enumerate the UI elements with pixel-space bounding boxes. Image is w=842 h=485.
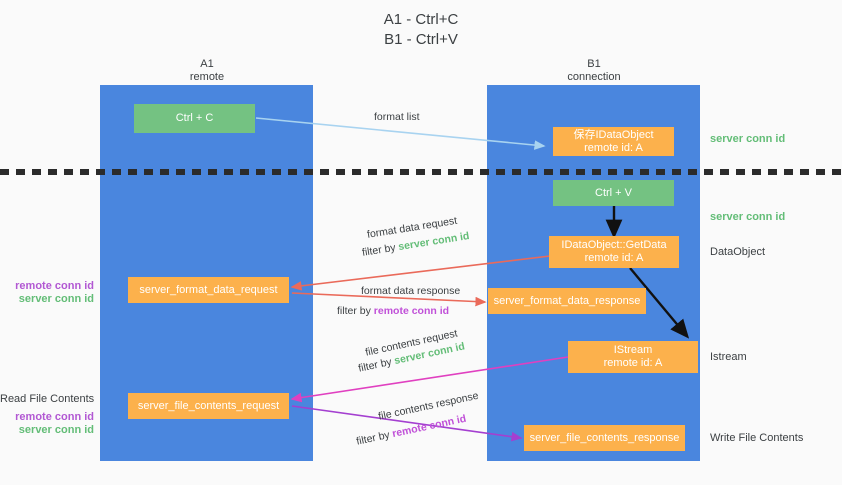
node-ctrl-v-label: Ctrl + V: [595, 186, 632, 199]
edge-label-format-data-response: format data response: [361, 285, 461, 297]
node-server-format-data-response[interactable]: server_format_data_response: [488, 288, 646, 314]
annotation-server-conn-id-mid: server conn id: [710, 211, 786, 223]
node-server-file-contents-response[interactable]: server_file_contents_response: [524, 425, 685, 451]
column-a1-name: A1: [200, 58, 214, 70]
node-server-format-data-request-label: server_format_data_request: [139, 283, 278, 296]
annotation-istream: Istream: [710, 351, 747, 363]
filter-prefix-3: filter by: [357, 355, 396, 375]
filter-value-remote-conn-id-1: remote conn id: [373, 305, 450, 317]
node-idataobject-getdata[interactable]: IDataObject::GetData remote id: A: [549, 236, 679, 268]
node-ctrl-c-label: Ctrl + C: [175, 112, 214, 124]
annotation-server-conn-id-top: server conn id: [710, 133, 786, 145]
node-ctrl-v[interactable]: Ctrl + V: [553, 180, 674, 206]
annotation-server-conn-id-1: server conn id: [18, 293, 94, 305]
node-save-idataobject-line1: 保存IDataObject: [573, 128, 654, 141]
node-save-idataobject-line2: remote id: A: [584, 141, 643, 154]
filter-prefix-2: filter by: [337, 305, 374, 317]
annotation-dataobject: DataObject: [710, 246, 766, 258]
node-server-file-contents-response-label: server_file_contents_response: [529, 431, 680, 444]
column-b1-role: connection: [567, 71, 621, 83]
node-server-file-contents-request-label: server_file_contents_request: [137, 399, 280, 412]
edge-label-file-contents-response-filter: filter by remote conn id: [355, 412, 467, 449]
node-istream[interactable]: IStream remote id: A: [568, 341, 698, 373]
node-istream-line2: remote id: A: [603, 357, 663, 369]
filter-prefix-4: filter by: [355, 428, 394, 448]
column-b1-name: B1: [587, 58, 601, 70]
node-server-format-data-response-label: server_format_data_response: [493, 294, 641, 307]
node-istream-line1: IStream: [613, 344, 653, 356]
diagram-title: A1 - Ctrl+C B1 - Ctrl+V: [0, 10, 842, 50]
node-ctrl-c[interactable]: Ctrl + C: [134, 104, 255, 133]
edge-label-format-list: format list: [374, 111, 420, 123]
phase-separator: [0, 169, 842, 175]
filter-prefix-1: filter by: [361, 241, 400, 259]
node-getdata-line1: IDataObject::GetData: [561, 239, 667, 251]
title-line-2: B1 - Ctrl+V: [384, 31, 458, 48]
annotation-remote-conn-id-2: remote conn id: [15, 411, 94, 423]
node-getdata-line2: remote id: A: [584, 252, 644, 264]
node-save-idataobject[interactable]: 保存IDataObject remote id: A: [553, 127, 674, 156]
column-header-a1: A1 remote: [127, 58, 287, 84]
annotation-server-conn-id-2: server conn id: [18, 424, 94, 436]
annotation-remote-conn-id-1: remote conn id: [15, 280, 94, 292]
node-server-file-contents-request[interactable]: server_file_contents_request: [128, 393, 289, 419]
annotation-write-file-contents: Write File Contents: [710, 432, 804, 444]
node-server-format-data-request[interactable]: server_format_data_request: [128, 277, 289, 303]
column-a1-role: remote: [189, 71, 225, 83]
annotation-read-file-contents: Read File Contents: [0, 393, 95, 405]
title-line-1: A1 - Ctrl+C: [383, 11, 459, 28]
edge-label-format-data-response-filter: filter by remote conn id: [337, 304, 449, 318]
column-header-b1: B1 connection: [514, 58, 674, 84]
